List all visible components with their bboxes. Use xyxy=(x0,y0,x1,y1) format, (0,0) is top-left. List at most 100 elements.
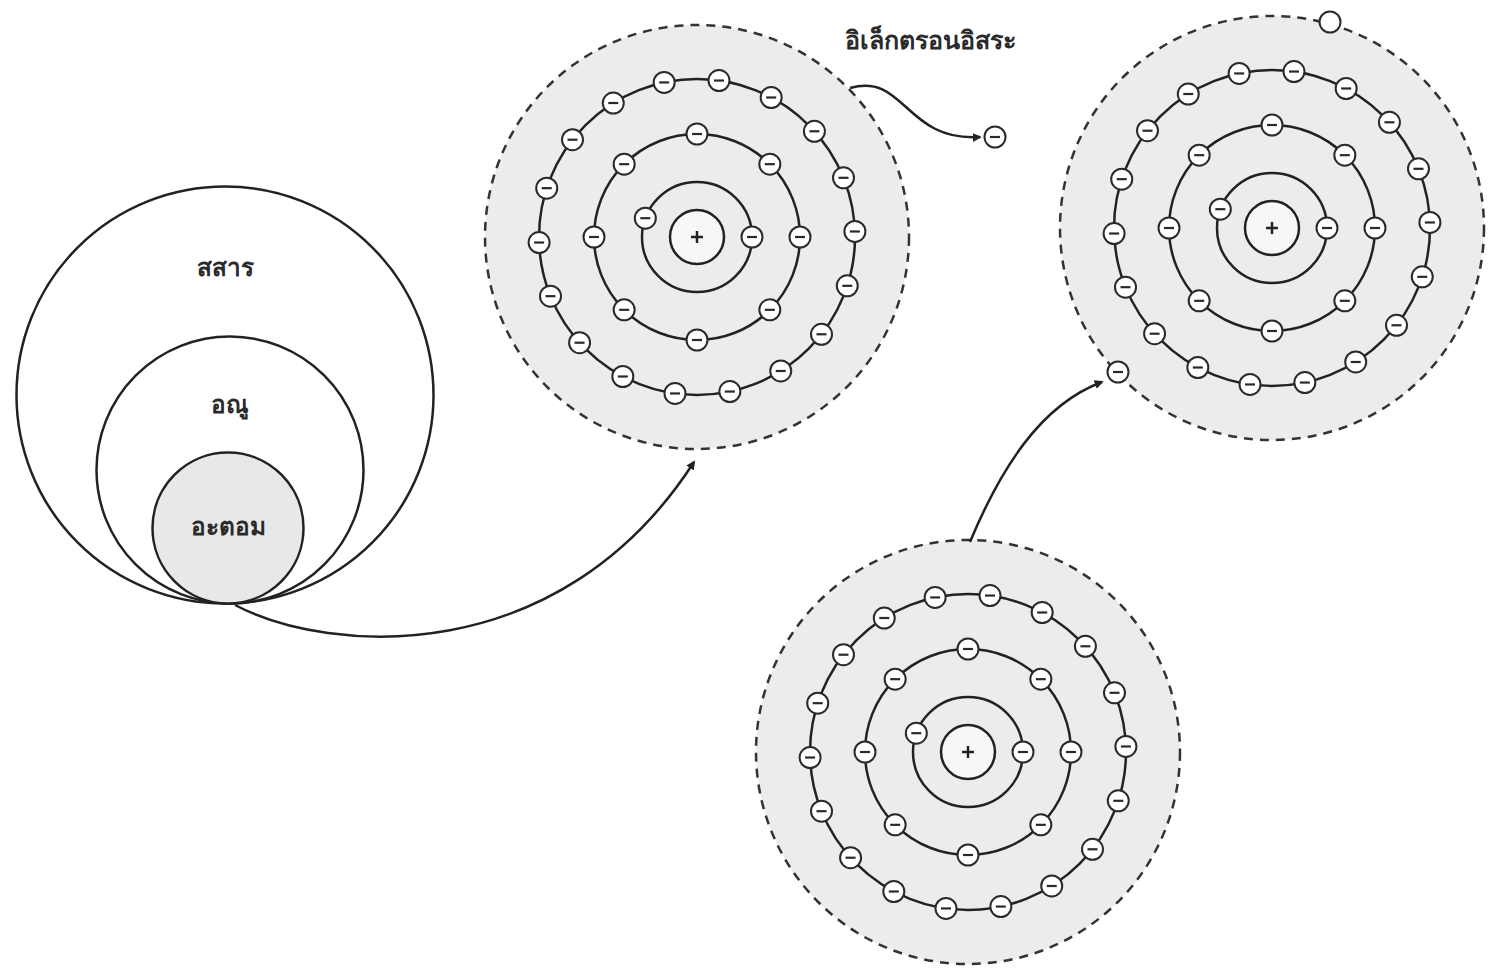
electron xyxy=(800,747,821,768)
electron-sign xyxy=(1183,93,1193,95)
electron-sign xyxy=(1080,645,1090,647)
electron-sign xyxy=(850,230,860,232)
electron-sign xyxy=(1300,381,1310,383)
electron xyxy=(1408,158,1429,179)
matter-circle: สสารอณูอะตอม xyxy=(15,185,435,605)
electron-sign xyxy=(1351,361,1361,363)
electron xyxy=(612,366,633,387)
electron xyxy=(790,227,811,248)
node-label: สสาร xyxy=(15,253,435,282)
electron xyxy=(614,154,635,175)
electron-sign xyxy=(1392,324,1402,326)
electron-sign xyxy=(618,375,628,377)
electron xyxy=(708,70,729,91)
electron xyxy=(925,587,946,608)
electron-sign xyxy=(1417,276,1427,278)
electron-sign xyxy=(640,217,650,219)
electron xyxy=(1187,357,1208,378)
orbit xyxy=(1217,173,1327,283)
electron xyxy=(1345,351,1366,372)
electron-sign xyxy=(838,177,848,179)
electron xyxy=(979,585,1000,606)
electron-sign xyxy=(1109,232,1119,234)
electron xyxy=(540,286,561,307)
electron xyxy=(807,693,828,714)
electron-sign xyxy=(963,854,973,856)
electron-sign xyxy=(889,890,899,892)
electron xyxy=(536,178,557,199)
electron-sign xyxy=(1164,227,1174,229)
electron-sign xyxy=(1047,885,1057,887)
electron-sign xyxy=(1267,330,1277,332)
electron xyxy=(1334,145,1355,166)
hole xyxy=(1320,12,1341,33)
nucleus xyxy=(1245,201,1299,255)
electron-sign xyxy=(776,370,786,372)
electron xyxy=(885,669,906,690)
electron xyxy=(837,275,858,296)
electron-sign xyxy=(546,295,556,297)
electron-sign xyxy=(542,187,552,189)
orbit xyxy=(642,182,752,292)
electron xyxy=(562,129,583,150)
electron-sign xyxy=(1142,130,1152,132)
electron xyxy=(1013,742,1034,763)
electron xyxy=(1262,115,1283,136)
electron xyxy=(1386,315,1407,336)
orbit xyxy=(810,594,1126,910)
electron xyxy=(874,608,895,629)
matter-circle: อณูอะตอม xyxy=(95,335,365,605)
electron-sign xyxy=(692,133,702,135)
electron xyxy=(1115,277,1136,298)
electron-sign xyxy=(890,678,900,680)
electron xyxy=(1379,112,1400,133)
electron xyxy=(1189,290,1210,311)
electron xyxy=(1082,839,1103,860)
electron-sign xyxy=(795,236,805,238)
electron-sign xyxy=(659,81,669,83)
electron-sign xyxy=(1413,168,1423,170)
node-label: อณู xyxy=(95,390,365,419)
electron xyxy=(1334,290,1355,311)
electron-sign xyxy=(1370,227,1380,229)
electron-sign xyxy=(1194,300,1204,302)
electron-sign xyxy=(725,390,735,392)
matter-circle: อะตอม xyxy=(151,451,305,605)
electron-sign xyxy=(692,339,702,341)
electron-sign xyxy=(838,654,848,656)
free-electron-label: อิเล็กตรอนอิสระ xyxy=(845,26,1016,56)
electron xyxy=(855,742,876,763)
electron-group xyxy=(985,127,1129,383)
electron xyxy=(990,896,1011,917)
orbit xyxy=(1114,70,1430,386)
circle-outline xyxy=(97,337,364,604)
electron xyxy=(687,124,708,145)
electron-sign xyxy=(1322,227,1332,229)
electron xyxy=(603,93,624,114)
electron-sign xyxy=(619,163,629,165)
electron-sign xyxy=(567,139,577,141)
orbit xyxy=(539,79,855,395)
electron xyxy=(958,639,979,660)
electron-sign xyxy=(1113,371,1123,373)
electron-sign xyxy=(1066,751,1076,753)
electron-sign xyxy=(1113,800,1123,802)
nucleus-sign xyxy=(696,231,699,243)
electron-sign xyxy=(1150,333,1160,335)
electron-sign xyxy=(1245,383,1255,385)
electron-sign xyxy=(817,333,827,335)
electron xyxy=(1189,145,1210,166)
leader-arrow xyxy=(970,382,1102,542)
electron-sign xyxy=(1121,745,1131,747)
electron xyxy=(584,227,605,248)
orbit xyxy=(913,697,1023,807)
electron-sign xyxy=(1036,678,1046,680)
orbit xyxy=(865,649,1071,855)
electron xyxy=(885,814,906,835)
electron xyxy=(1108,362,1129,383)
electron-sign xyxy=(619,309,629,311)
electron xyxy=(811,801,832,822)
atom-group xyxy=(485,12,1484,965)
electron-sign xyxy=(985,594,995,596)
electron xyxy=(1336,78,1357,99)
